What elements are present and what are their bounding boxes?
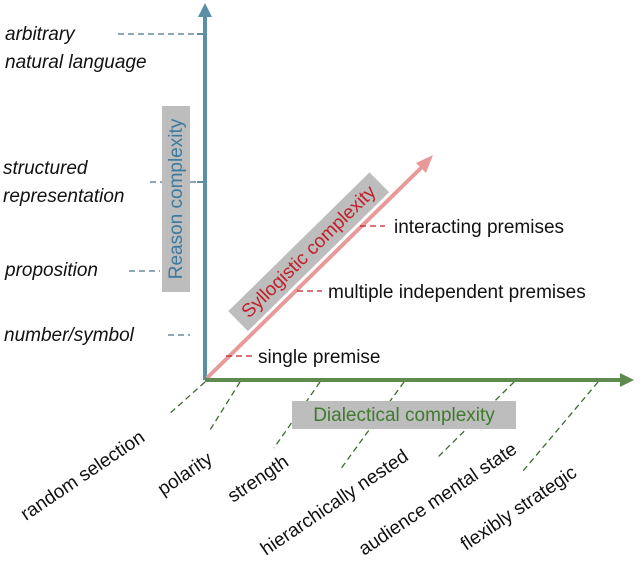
reason-axis-title-group: Reason complexity xyxy=(162,106,190,292)
dialectical-level-random-selection: random selection xyxy=(17,427,149,525)
reason-axis-title-box xyxy=(162,106,190,292)
syllogistic-level-multiple: multiple independent premises xyxy=(328,282,586,303)
dialectical-axis-title: Dialectical complexity xyxy=(313,405,495,426)
syllogistic-axis-title-box xyxy=(228,172,390,332)
reason-level-structured-line2: representation xyxy=(3,186,124,207)
dialectical-axis-arrowhead xyxy=(620,373,634,387)
dialectical-leader-polarity xyxy=(209,381,241,431)
syllogistic-axis-title-group: Syllogistic complexity xyxy=(228,172,390,332)
reason-level-structured-line1: structured xyxy=(3,158,89,179)
dialectical-leader-flexible xyxy=(522,381,599,472)
reason-level-proposition: proposition xyxy=(4,260,98,281)
reason-level-number-symbol: number/symbol xyxy=(4,325,135,346)
dialectical-level-strength: strength xyxy=(224,451,293,507)
reason-level-arbitrary-line2: natural language xyxy=(5,52,147,73)
reason-level-arbitrary-line1: arbitrary xyxy=(5,24,76,45)
syllogistic-level-interacting: interacting premises xyxy=(394,217,564,238)
syllogistic-axis-line xyxy=(205,163,426,380)
dialectical-level-audience-mental-state: audience mental state xyxy=(355,439,521,560)
syllogistic-level-single: single premise xyxy=(258,347,381,368)
reason-axis-title: Reason complexity xyxy=(166,118,187,279)
dialectical-axis-title-box xyxy=(292,401,516,429)
reason-axis-arrowhead xyxy=(198,3,212,17)
dialectical-level-polarity: polarity xyxy=(154,448,217,500)
dialectical-leader-random xyxy=(167,381,206,416)
syllogistic-axis-arrowhead xyxy=(416,155,433,173)
